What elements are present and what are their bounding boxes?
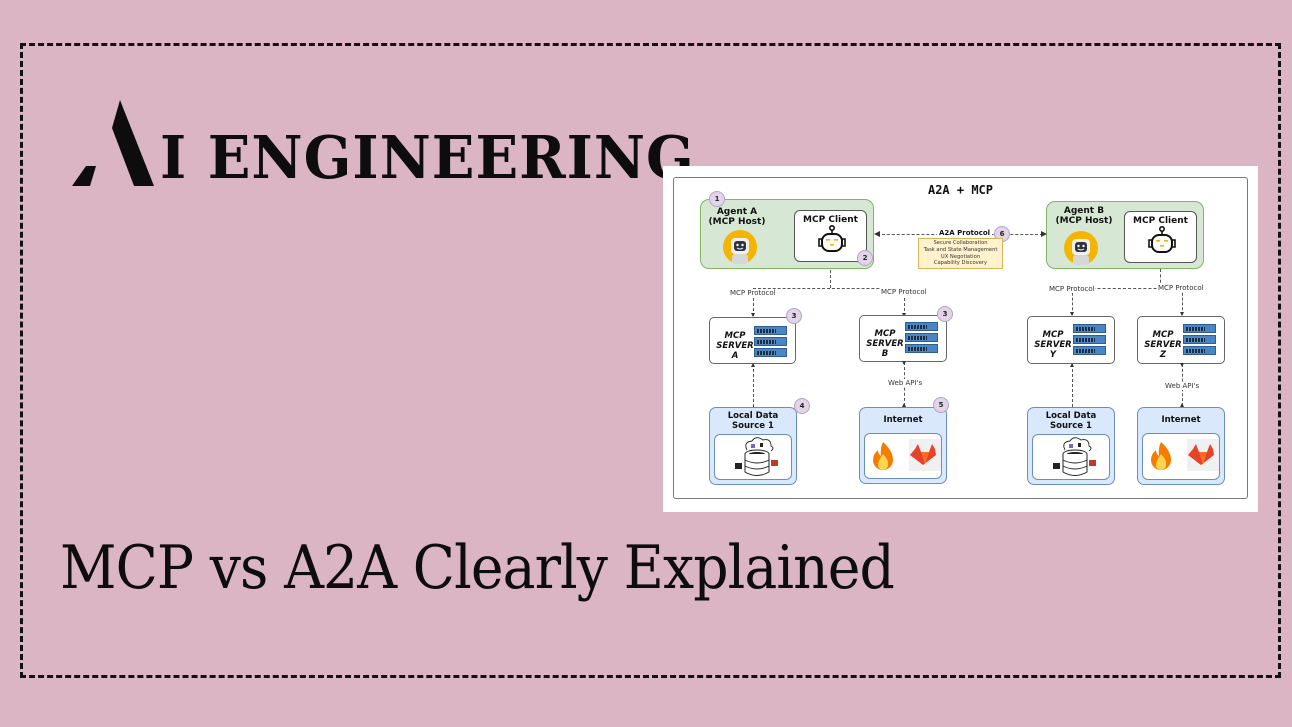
agent-b-role: (MCP Host) [1055, 216, 1113, 227]
mcp-protocol-label: MCP Protocol [1158, 284, 1204, 292]
connector [1160, 269, 1161, 288]
internet-source: Internet [859, 407, 947, 484]
agent-a-label: Agent A (MCP Host) [707, 207, 767, 228]
agent-a-role: (MCP Host) [708, 217, 766, 228]
mcp-client-label: MCP Client [803, 215, 858, 225]
feature-item: UX Negotiation [940, 253, 981, 260]
agent-b-mcp-client: MCP Client [1124, 211, 1197, 263]
agent-b-name: Agent B [1063, 206, 1105, 216]
robot-avatar-icon [723, 230, 757, 268]
server-rack-icon [754, 348, 787, 357]
server-rack-icon [905, 333, 938, 342]
server-rack-icon [1183, 346, 1216, 355]
server-rack-icon [1073, 335, 1106, 344]
fire-icon [1149, 442, 1173, 476]
source-content [714, 434, 792, 480]
step-badge-3: 3 [786, 308, 802, 324]
step-badge-5: 5 [933, 397, 949, 413]
connector [753, 288, 904, 289]
arrow-left-icon [874, 231, 880, 237]
brand-logo: I ENGINEERING [72, 96, 695, 188]
source-label: Internet [1161, 415, 1201, 425]
step-badge-4: 4 [794, 398, 810, 414]
diagram-title: A2A + MCP [927, 183, 994, 197]
web-apis-label: Web API's [1165, 382, 1200, 390]
database-cloud-icon [735, 436, 779, 484]
step-badge-3: 3 [937, 306, 953, 322]
connector-arrow [1070, 363, 1074, 407]
robot-avatar-icon [1064, 231, 1098, 269]
server-rack-icon [905, 322, 938, 331]
server-rack-icon [1183, 324, 1216, 333]
step-badge-1: 1 [709, 191, 725, 207]
agent-a-box: Agent A (MCP Host) MCP Client [700, 199, 874, 269]
connector-arrow [1180, 288, 1184, 316]
arrow-right-icon [1041, 231, 1047, 237]
agent-b-label: Agent B (MCP Host) [1051, 206, 1117, 227]
connector [830, 270, 831, 288]
step-badge-2: 2 [857, 250, 873, 266]
agent-a-mcp-client: MCP Client [794, 210, 867, 262]
mcp-protocol-label: MCP Protocol [1049, 285, 1095, 293]
server-rack-icon [754, 326, 787, 335]
brand-name: I ENGINEERING [160, 123, 695, 193]
fire-icon [871, 442, 895, 476]
gitlab-fox-icon [909, 439, 941, 471]
feature-item: Capability Discovery [933, 260, 988, 267]
robot-outline-icon [817, 224, 847, 259]
database-cloud-icon [1053, 436, 1097, 484]
dashed-border-frame [20, 43, 1281, 678]
feature-item: Secure Collaboration [933, 240, 988, 246]
a2a-protocol-label: A2A Protocol [937, 229, 993, 237]
agent-b-box: Agent B (MCP Host) MCP Client [1046, 201, 1204, 269]
a2a-mcp-diagram: A2A + MCP Agent A (MCP Host) MCP Client [663, 166, 1258, 512]
source-content [1032, 434, 1110, 480]
internet-source-b: Internet [1137, 407, 1225, 485]
brand-a-mark-icon [72, 100, 154, 188]
mcp-protocol-label: MCP Protocol [881, 288, 927, 296]
gitlab-fox-icon [1187, 439, 1219, 471]
server-rack-icon [1073, 346, 1106, 355]
feature-item: Task and State Management [923, 246, 998, 253]
server-rack-icon [754, 337, 787, 346]
connector [1072, 288, 1182, 289]
source-label: Internet [883, 415, 923, 425]
agent-a-name: Agent A [716, 207, 758, 217]
robot-outline-icon [1147, 225, 1177, 260]
connector-arrow [1070, 288, 1074, 316]
web-apis-label: Web API's [888, 379, 923, 387]
diagram-frame [673, 177, 1248, 499]
connector-arrow [751, 363, 755, 407]
source-content [1142, 433, 1220, 480]
mcp-client-label: MCP Client [1133, 216, 1188, 226]
a2a-features-note: Secure Collaboration Task and State Mana… [918, 238, 1003, 269]
source-content [864, 433, 942, 479]
connector-arrow [751, 288, 755, 317]
server-rack-icon [905, 344, 938, 353]
mcp-protocol-label: MCP Protocol [730, 289, 776, 297]
page-headline: MCP vs A2A Clearly Explained [60, 533, 895, 603]
server-rack-icon [1183, 335, 1216, 344]
server-rack-icon [1073, 324, 1106, 333]
